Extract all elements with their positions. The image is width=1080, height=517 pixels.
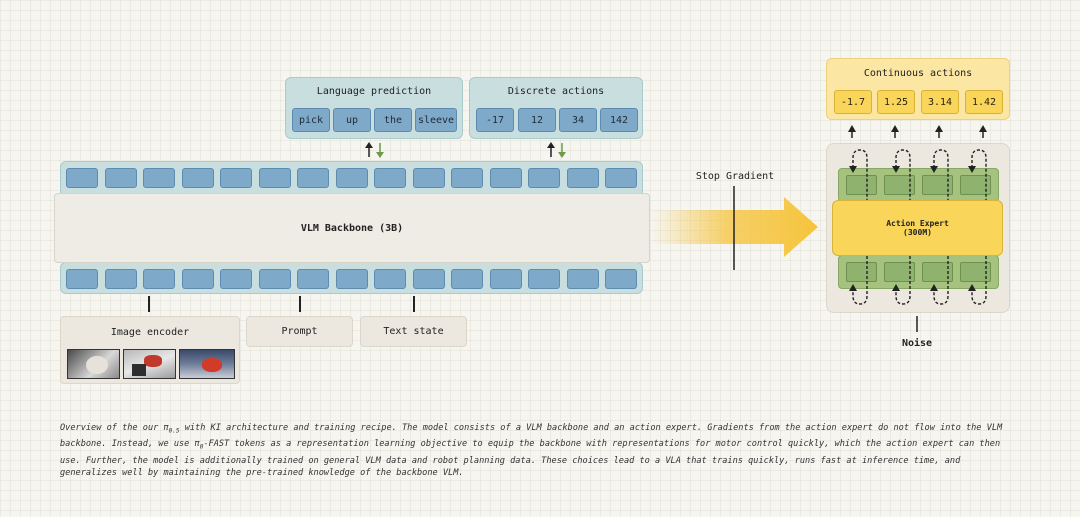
backbone-output-token	[181, 168, 214, 188]
continuous-actions-panel: Continuous actions -1.7 1.25 3.14 1.42	[826, 58, 1010, 120]
language-token: the	[374, 108, 412, 132]
language-token: up	[333, 108, 371, 132]
backbone-output-token	[220, 168, 252, 188]
backbone-input-token	[335, 269, 368, 289]
backbone-input-token	[104, 269, 137, 289]
language-prediction-panel: Language prediction pick up the sleeve	[285, 77, 463, 139]
vlm-backbone-label: VLM Backbone (3B)	[300, 222, 404, 234]
caption-pi0: π0	[194, 439, 204, 452]
text-state-connector	[413, 296, 415, 312]
backbone-input-token	[66, 269, 98, 289]
backbone-input-token	[374, 269, 406, 289]
language-prediction-title: Language prediction	[316, 86, 432, 97]
action-expert-label: Action Expert	[886, 219, 949, 228]
backbone-output-token	[451, 168, 483, 188]
backbone-input-token	[489, 269, 522, 289]
camera-image-2	[123, 349, 176, 379]
backbone-output-token	[374, 168, 406, 188]
text-state-label: Text state	[383, 326, 444, 337]
backbone-output-token	[412, 168, 445, 188]
expert-output-token	[922, 175, 953, 195]
discrete-action-token: 34	[559, 108, 597, 132]
backbone-input-token	[258, 269, 291, 289]
backbone-output-token	[104, 168, 137, 188]
continuous-action-arrows	[848, 125, 987, 138]
language-grad-arrows	[365, 142, 384, 158]
prompt-connector	[299, 296, 301, 312]
backbone-output-token	[258, 168, 291, 188]
caption-pi05: π0.5	[163, 423, 180, 435]
backbone-input-token	[605, 269, 637, 289]
language-token: pick	[292, 108, 330, 132]
caption-part-1: Overview of the our	[60, 423, 164, 433]
backbone-input-token	[297, 269, 329, 289]
backbone-output-token	[297, 168, 329, 188]
continuous-actions-title: Continuous actions	[863, 68, 973, 79]
action-expert: Action Expert (300M)	[832, 200, 1003, 256]
expert-output-token	[846, 175, 877, 195]
backbone-input-token	[528, 269, 560, 289]
image-connector	[148, 296, 150, 312]
expert-output-token	[960, 175, 991, 195]
continuous-action-token: 1.25	[877, 90, 915, 114]
discrete-grad-arrows	[547, 142, 566, 158]
stop-gradient-arrow	[652, 197, 818, 257]
backbone-output-token	[605, 168, 637, 188]
backbone-output-token	[66, 168, 98, 188]
expert-input-token	[846, 262, 877, 282]
backbone-output-token	[489, 168, 522, 188]
image-encoder-box: Image encoder	[60, 316, 240, 384]
camera-image-3	[179, 349, 235, 379]
discrete-action-token: 142	[600, 108, 638, 132]
expert-output-tokens	[838, 168, 999, 202]
backbone-input-token	[451, 269, 483, 289]
discrete-actions-panel: Discrete actions -17 12 34 142	[469, 77, 643, 139]
figure-caption: Overview of the our π0.5 with KI archite…	[60, 422, 1020, 480]
noise-label: Noise	[901, 338, 933, 349]
expert-input-token	[922, 262, 953, 282]
discrete-actions-title: Discrete actions	[507, 86, 605, 97]
caption-part-3: -FAST tokens as a representation learnin…	[60, 439, 1001, 479]
expert-output-token	[884, 175, 915, 195]
backbone-input-token	[412, 269, 445, 289]
backbone-output-token	[143, 168, 175, 188]
discrete-action-token: 12	[518, 108, 556, 132]
action-expert-size: (300M)	[903, 228, 932, 237]
expert-input-tokens	[838, 255, 999, 289]
expert-input-token	[960, 262, 991, 282]
continuous-action-token: 1.42	[965, 90, 1003, 114]
text-state-box: Text state	[360, 316, 467, 347]
backbone-input-token	[181, 269, 214, 289]
prompt-box: Prompt	[246, 316, 353, 347]
image-encoder-label: Image encoder	[110, 327, 190, 338]
vlm-backbone: VLM Backbone (3B)	[54, 193, 650, 263]
continuous-action-token: 3.14	[921, 90, 959, 114]
backbone-input-token	[566, 269, 599, 289]
continuous-action-token: -1.7	[834, 90, 872, 114]
prompt-label: Prompt	[281, 326, 318, 337]
discrete-action-token: -17	[476, 108, 514, 132]
backbone-output-token	[566, 168, 599, 188]
backbone-output-token	[335, 168, 368, 188]
backbone-input-token	[220, 269, 252, 289]
caption-part-2: with KI architecture and training recipe…	[60, 423, 1003, 450]
backbone-output-token	[528, 168, 560, 188]
backbone-input-token	[143, 269, 175, 289]
stop-gradient-label: Stop Gradient	[695, 171, 775, 182]
expert-input-token	[884, 262, 915, 282]
backbone-input-tokens	[60, 262, 643, 294]
language-token: sleeve	[415, 108, 457, 132]
camera-image-1	[67, 349, 120, 379]
